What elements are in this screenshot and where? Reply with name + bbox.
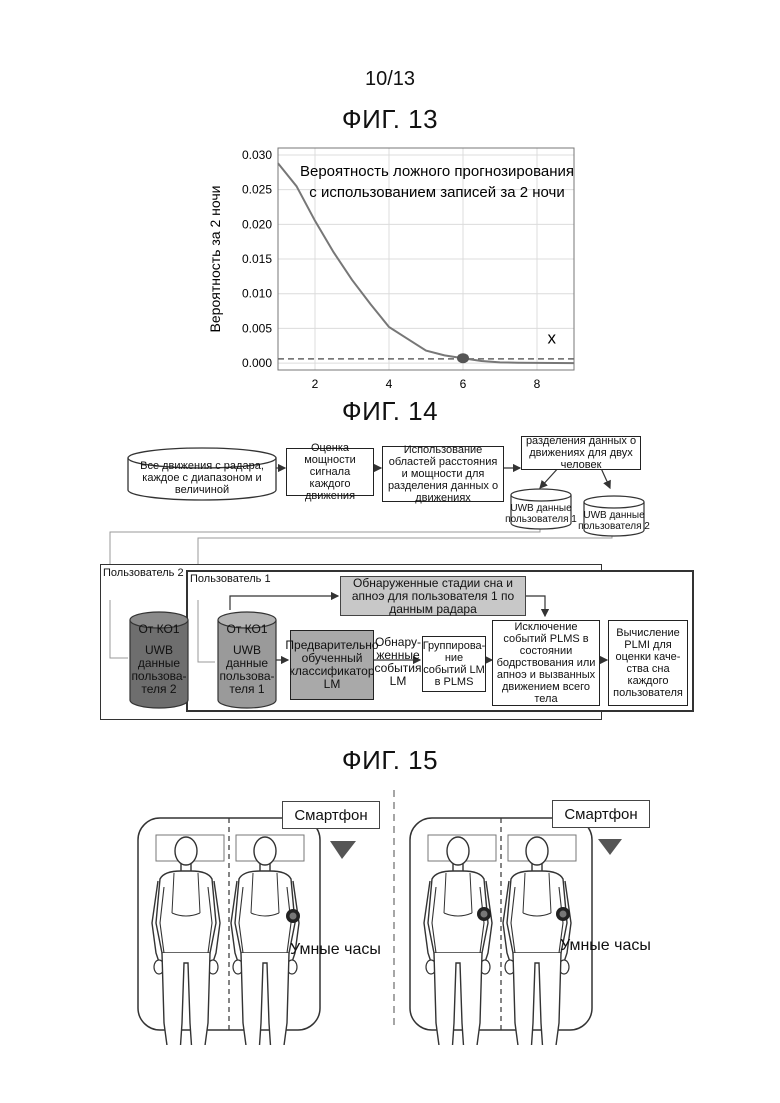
inner-line-detected-to-exclusion [525, 596, 545, 616]
annotation-x: x [548, 329, 557, 348]
label-detected-lm-events: Обнару- женные события LM [373, 636, 423, 688]
smartwatch-face [560, 911, 567, 918]
cylinder-user1-body-label: UWB данные пользова- теля 1 [216, 644, 278, 696]
box-detected-sleep-stages: Обнаруженные стадии сна и апноэ для поль… [340, 576, 526, 616]
x-ticks: 2 4 6 8 [312, 377, 541, 391]
cylinder-user2-top-label: От КО1 [128, 623, 190, 635]
y-tick-label: 0.000 [242, 356, 272, 370]
x-tick-label: 2 [312, 377, 319, 391]
y-tick-label: 0.030 [242, 148, 272, 162]
box-pretrained-classifier: Предварительно обученный классификатор L… [290, 630, 374, 700]
smartphone-icon [330, 841, 356, 859]
smartwatch-face [290, 913, 297, 920]
chart-title-line-2: с использованием записей за 2 ночи [309, 184, 564, 201]
x-tick-label: 8 [534, 377, 541, 391]
box-exclusion-plms: Исключение событий PLMS в состоянии бодр… [492, 620, 600, 706]
inner-line-u1-out-entry [110, 600, 128, 658]
fig13-title: ФИГ. 13 [0, 104, 780, 135]
chart-title-line-1: Вероятность ложного прогнозирования [300, 163, 574, 180]
y-ticks: 0.000 0.005 0.010 0.015 0.020 0.025 0.030 [242, 148, 272, 370]
right-smartphone-label: Смартфон [552, 800, 650, 828]
box-grouping-plms: Группирова- ние событий LM в PLMS [422, 636, 486, 692]
smartphone-icon [598, 839, 622, 855]
x-tick-label: 4 [386, 377, 393, 391]
left-smartwatch-label: Умные часы [290, 941, 381, 959]
y-tick-label: 0.010 [242, 287, 272, 301]
fig15-illustration [0, 785, 780, 1045]
inner-line-u1-to-detected [230, 596, 338, 610]
inner-line-u2-out-entry [198, 600, 215, 662]
box-plmi-calculation: Вычисление PLMI для оценки каче- ства сн… [608, 620, 688, 706]
x-tick-label: 6 [460, 377, 467, 391]
marker-point [457, 353, 469, 363]
y-tick-label: 0.020 [242, 217, 272, 231]
y-tick-label: 0.025 [242, 183, 272, 197]
page-number: 10/13 [0, 68, 780, 91]
right-smartwatch-label: Умные часы [560, 937, 651, 955]
smartwatch-face [481, 911, 488, 918]
fig14-title: ФИГ. 14 [0, 396, 780, 427]
y-tick-label: 0.005 [242, 321, 272, 335]
y-tick-label: 0.015 [242, 252, 272, 266]
chart-grid [278, 148, 574, 370]
cylinder-user1-top-label: От КО1 [216, 623, 278, 635]
left-smartphone-label: Смартфон [282, 801, 380, 829]
fig15-title: ФИГ. 15 [0, 745, 780, 776]
cylinder-user2-body-label: UWB данные пользова- теля 2 [128, 644, 190, 696]
y-axis-label: Вероятность за 2 ночи [207, 186, 223, 333]
fig13-chart: Вероятность за 2 ночи Вероятность ложног… [200, 140, 590, 400]
